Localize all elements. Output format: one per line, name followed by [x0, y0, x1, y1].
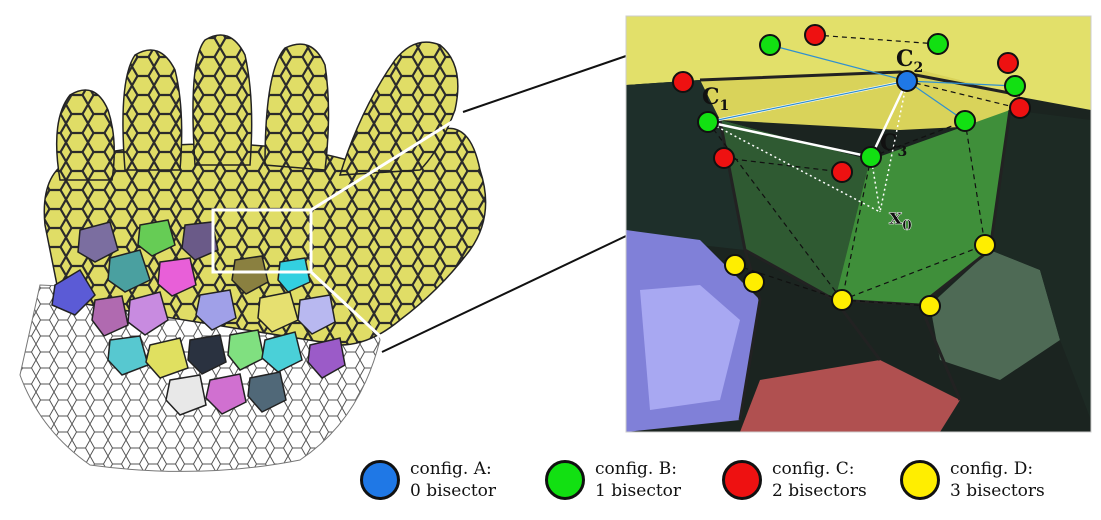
config-c-point [673, 72, 693, 92]
config-c-point [998, 53, 1018, 73]
config-c-swatch [722, 460, 762, 500]
zoom-panel: C1 C2 C3 x0 [626, 16, 1091, 432]
legend-title: config. B: [595, 458, 681, 480]
legend-item-config-d: config. D: 3 bisectors [900, 458, 1045, 502]
config-d-point [920, 296, 940, 316]
hand-model [20, 35, 486, 471]
finger-middle [193, 35, 252, 165]
legend-subtitle: 0 bisector [410, 480, 496, 502]
legend-subtitle: 1 bisector [595, 480, 681, 502]
config-d-point [832, 290, 852, 310]
legend-item-config-b: config. B: 1 bisector [545, 458, 681, 502]
config-d-point [725, 255, 745, 275]
config-b-point [955, 111, 975, 131]
finger-index [265, 44, 329, 170]
legend-title: config. D: [950, 458, 1045, 480]
zoom-connector-top [463, 56, 626, 112]
config-a-swatch [360, 460, 400, 500]
config-b-point [698, 112, 718, 132]
config-b-point [861, 147, 881, 167]
legend-item-config-c: config. C: 2 bisectors [722, 458, 867, 502]
legend-title: config. A: [410, 458, 496, 480]
config-d-point [744, 272, 764, 292]
finger-ring [123, 50, 182, 170]
config-d-swatch [900, 460, 940, 500]
config-c-point [1010, 98, 1030, 118]
legend-subtitle: 3 bisectors [950, 480, 1045, 502]
config-b-point [1005, 76, 1025, 96]
legend: config. A: 0 bisector config. B: 1 bisec… [360, 458, 1095, 518]
config-b-point [928, 34, 948, 54]
config-b-point [760, 35, 780, 55]
config-b-swatch [545, 460, 585, 500]
finger-pinky [57, 90, 115, 180]
legend-item-config-a: config. A: 0 bisector [360, 458, 496, 502]
config-d-point [975, 235, 995, 255]
config-c-point [832, 162, 852, 182]
legend-title: config. C: [772, 458, 867, 480]
legend-subtitle: 2 bisectors [772, 480, 867, 502]
config-c-point [805, 25, 825, 45]
config-c-point [714, 148, 734, 168]
